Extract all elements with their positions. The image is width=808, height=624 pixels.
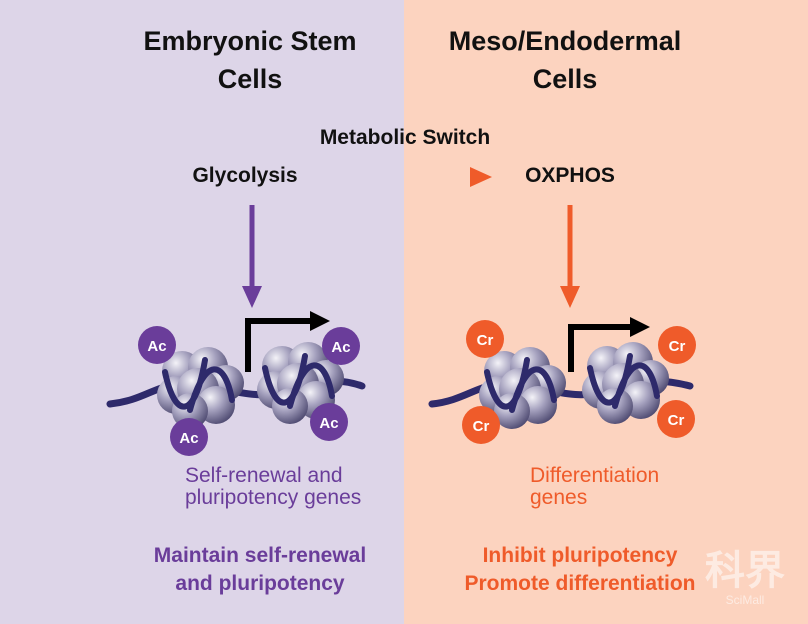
svg-text:Cr: Cr — [669, 338, 686, 355]
svg-text:Ac: Ac — [179, 430, 198, 447]
crotonylation-mark: Cr — [658, 326, 696, 364]
left-title: Embryonic Stem Cells — [143, 26, 357, 94]
metabolic-switch-label: Metabolic Switch — [319, 126, 491, 149]
oxphos-label: OXPHOS — [525, 164, 615, 187]
left-genes-label: Self-renewal and pluripotency genes — [185, 464, 362, 509]
svg-text:科界: 科界 — [705, 548, 785, 594]
left-outcome-label: Maintain self-renewal and pluripotency — [153, 544, 367, 595]
transcription-start-arrow — [245, 318, 312, 372]
acetylation-mark: Ac — [138, 326, 176, 364]
svg-text:Ac: Ac — [319, 415, 338, 432]
right-title: Meso/Endodermal Cells — [448, 26, 682, 94]
svg-text:Cr: Cr — [473, 418, 490, 435]
oxphos-down-arrow — [560, 205, 580, 308]
svg-text:SciMall: SciMall — [726, 593, 765, 607]
crotonylation-mark: Cr — [462, 406, 500, 444]
crotonylation-mark: Cr — [657, 400, 695, 438]
scimall-watermark-logo: 科界 SciMall — [705, 548, 785, 607]
acetylation-mark: Ac — [310, 403, 348, 441]
right-genes-label: Differentiation genes — [530, 464, 660, 509]
glycolysis-label: Glycolysis — [192, 164, 298, 187]
acetylation-mark: Ac — [170, 418, 208, 456]
left-panel-background — [0, 0, 404, 624]
svg-text:Cr: Cr — [477, 332, 494, 349]
glycolysis-down-arrow — [242, 205, 262, 308]
metabolic-switch-arrow — [320, 167, 492, 187]
left-chromatin — [106, 311, 366, 429]
svg-text:Ac: Ac — [147, 338, 166, 355]
right-chromatin — [428, 317, 694, 429]
transcription-start-arrow — [568, 324, 632, 372]
svg-text:Cr: Cr — [668, 412, 685, 429]
crotonylation-mark: Cr — [466, 320, 504, 358]
right-outcome-label: Inhibit pluripotency Promote differentia… — [464, 544, 696, 595]
right-panel-background — [404, 0, 808, 624]
acetylation-mark: Ac — [322, 327, 360, 365]
svg-text:Ac: Ac — [331, 339, 350, 356]
